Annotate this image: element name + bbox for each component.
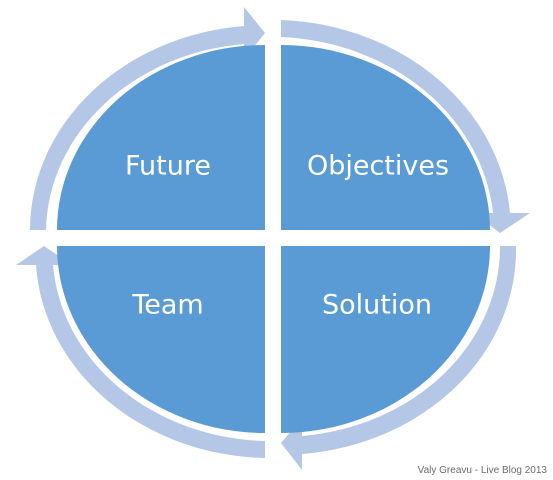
arrow-top-left xyxy=(30,7,265,230)
label-solution: Solution xyxy=(322,290,432,321)
arrow-top-right xyxy=(281,20,530,233)
credit-watermark: Valy Greavu - Live Blog 2013 xyxy=(417,465,547,476)
label-team: Team xyxy=(131,290,203,321)
arrow-bottom-right xyxy=(281,246,517,470)
label-future: Future xyxy=(125,151,211,182)
label-objectives: Objectives xyxy=(307,151,449,182)
quadrant-top-right xyxy=(281,45,490,230)
quadrant-bottom-right xyxy=(281,246,490,433)
arrow-bottom-left xyxy=(16,246,265,458)
quadrant-bottom-left xyxy=(57,246,265,433)
quadrant-top-left xyxy=(57,45,265,230)
